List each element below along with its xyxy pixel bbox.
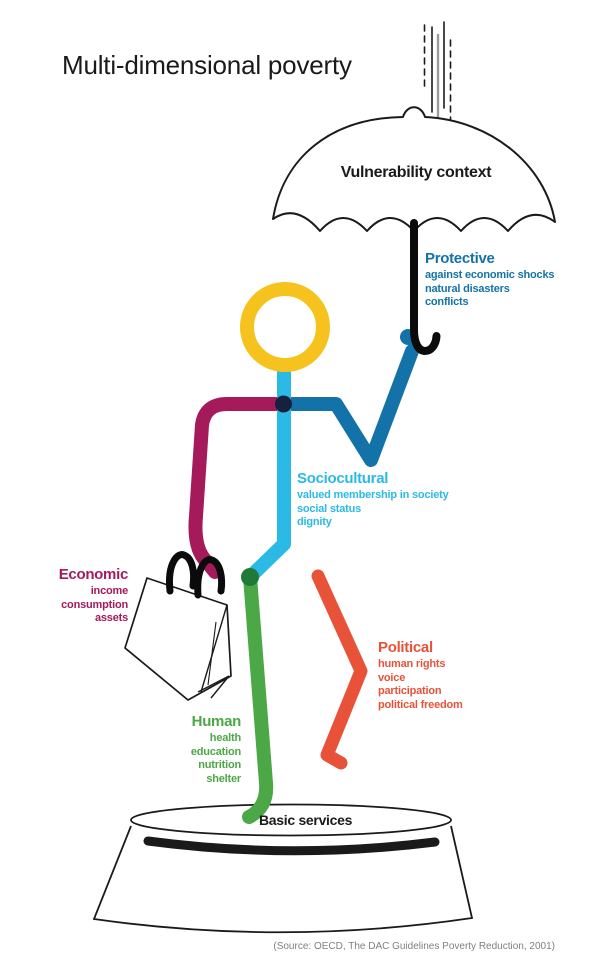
page-title: Multi-dimensional poverty [62, 50, 352, 80]
dimension-political: Political human rights voice participati… [378, 639, 518, 712]
dimension-item: participation [378, 685, 442, 698]
dimension-item: natural disasters [425, 282, 510, 295]
dimension-item: health [209, 732, 241, 745]
dimension-item: human rights [378, 658, 446, 671]
dimension-item: social status [297, 502, 362, 515]
rain-icon [423, 21, 452, 129]
dimension-item: assets [94, 612, 128, 625]
dimension-item: dignity [297, 516, 332, 529]
dimension-protective: Protective against economic shocks natur… [425, 250, 585, 310]
dimension-political-heading: Political [378, 639, 433, 656]
basic-services-label: Basic services [259, 812, 353, 828]
dimension-sociocultural-heading: Sociocultural [297, 470, 389, 487]
umbrella-icon [272, 106, 556, 232]
economic-arm-line [188, 397, 290, 579]
dimension-item: nutrition [198, 759, 241, 772]
shoulder-joint-dot [275, 395, 292, 413]
dimension-human-heading: Human [191, 713, 242, 730]
dimension-item: education [190, 745, 241, 758]
human-leg-line [242, 570, 274, 824]
bag-handles [165, 551, 226, 599]
shopping-bag-icon [124, 551, 232, 701]
dimension-item: political freedom [378, 698, 463, 711]
dimension-item: conflicts [425, 296, 469, 309]
political-leg-line [311, 569, 368, 770]
dimension-economic: Economic income consumption assets [8, 566, 129, 626]
head-ring [240, 282, 330, 372]
dimension-item: shelter [206, 772, 241, 785]
dimension-item: voice [378, 671, 406, 684]
source-citation: (Source: OECD, The DAC Guidelines Povert… [273, 941, 555, 952]
dimension-protective-heading: Protective [425, 250, 495, 267]
umbrella-shaft-hook [410, 219, 441, 356]
dimension-sociocultural: Sociocultural valued membership in socie… [297, 470, 487, 530]
protective-arm-line [276, 344, 419, 467]
hip-joint-dot [241, 568, 259, 586]
dimension-item: against economic shocks [425, 269, 555, 282]
dimension-human: Human health education nutrition shelter [121, 713, 241, 786]
dimension-item: income [90, 585, 129, 598]
basin-swoosh [143, 836, 440, 856]
torso-line [243, 365, 291, 584]
pedestal-basin-icon [92, 803, 474, 934]
dimension-item: valued membership in society [297, 489, 449, 502]
umbrella-label: Vulnerability context [340, 164, 492, 181]
dimension-item: consumption [61, 598, 128, 611]
dimension-economic-heading: Economic [58, 566, 129, 583]
